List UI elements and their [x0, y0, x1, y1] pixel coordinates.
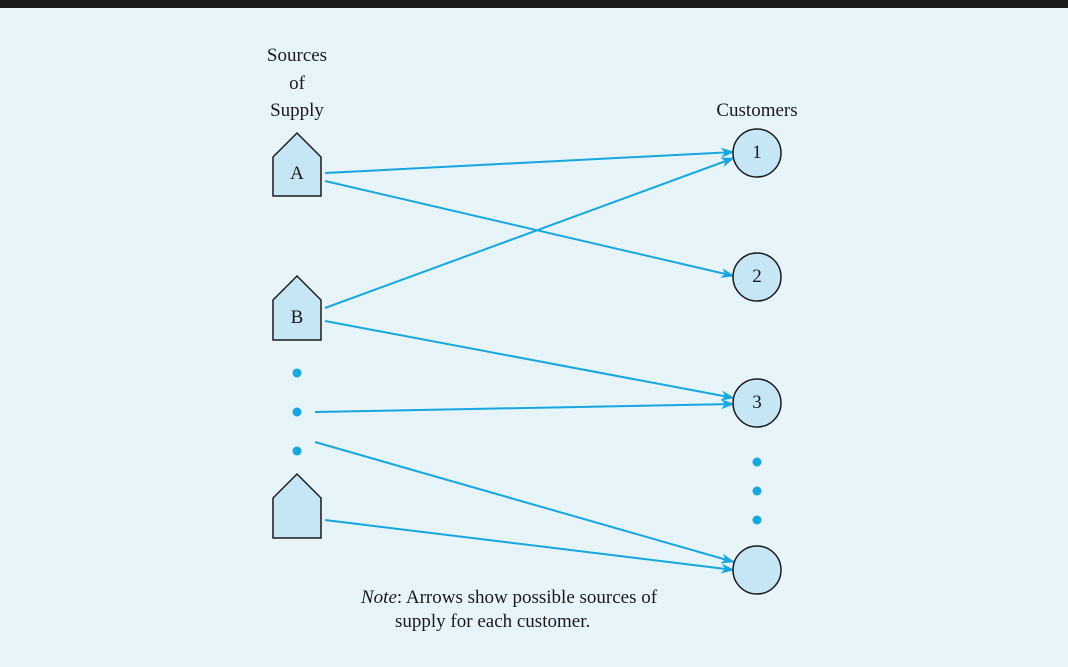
source-ellipsis-dot: [292, 407, 302, 417]
arrow-ellipsis-to-last: [314, 441, 735, 564]
customer-node-3-label: 3: [752, 392, 762, 413]
source-ellipsis-dot: [292, 368, 302, 378]
customer-node-3: [732, 378, 782, 428]
arrow-a-to-1: [324, 147, 735, 174]
note-line-1: Note: Arrows show possible sources of: [361, 586, 657, 610]
customer-node-2: [732, 252, 782, 302]
arrow-ellipsis-to-3: [314, 399, 735, 413]
customer-ellipsis-dot: [752, 457, 762, 467]
top-rule: [0, 0, 1068, 8]
source-node-a-label: A: [290, 163, 304, 184]
sources-label-line-1: Sources: [266, 45, 328, 66]
customer-node-last: [732, 545, 782, 595]
source-node-last: [272, 472, 322, 539]
arrow-b-to-3: [324, 320, 735, 401]
source-ellipsis-dot: [292, 446, 302, 456]
note-text-1: : Arrows show possible sources of: [396, 587, 658, 608]
source-node-b-label: B: [290, 307, 304, 328]
note-line-2: supply for each customer.: [361, 610, 657, 634]
customer-ellipsis-dot: [752, 486, 762, 496]
source-node-b: [272, 274, 322, 341]
source-node-a: [272, 131, 322, 197]
diagram-note: Note: Arrows show possible sources of su…: [361, 586, 657, 634]
customer-node-1: [732, 128, 782, 178]
customers-label: Customers: [716, 100, 798, 121]
customer-node-2-label: 2: [752, 266, 762, 287]
sources-label-line-3: Supply: [270, 100, 324, 121]
sources-label-line-2: of: [289, 73, 305, 94]
arrow-b-to-1: [324, 157, 735, 309]
arrow-last-source-to-last: [324, 519, 735, 574]
customer-ellipsis-dot: [752, 515, 762, 525]
customer-node-1-label: 1: [752, 142, 762, 163]
note-text-2: supply for each customer.: [395, 611, 591, 632]
arrow-a-to-2: [324, 180, 735, 278]
note-prefix: Note: [361, 587, 397, 608]
